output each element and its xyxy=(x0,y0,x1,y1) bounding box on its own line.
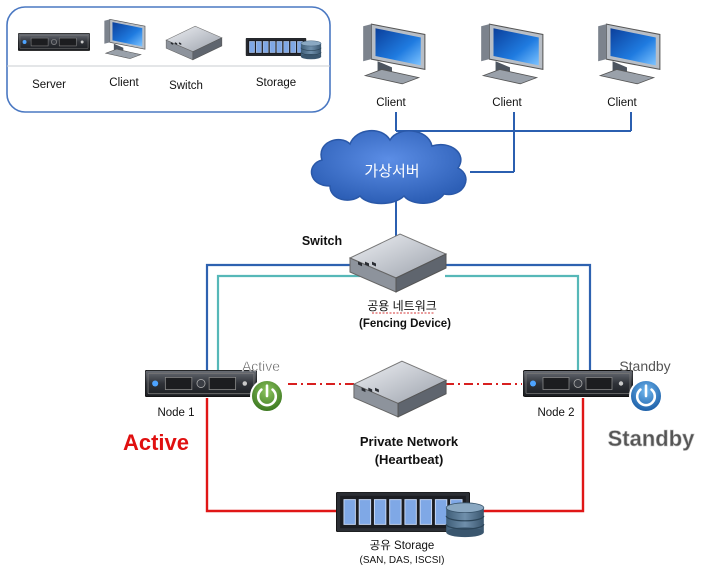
private-switch: Private Network (Heartbeat) xyxy=(353,360,459,467)
client-group: Client Client Client xyxy=(362,23,661,109)
heartbeat-label: (Heartbeat) xyxy=(375,452,444,467)
shared-storage-label: 공유 Storage xyxy=(370,539,435,552)
fencing-device-label: (Fencing Device) xyxy=(359,318,451,330)
client-1-icon xyxy=(362,23,426,85)
client-1-label: Client xyxy=(376,97,406,109)
client-3-label: Client xyxy=(607,97,637,109)
legend-database-icon xyxy=(300,40,322,60)
legend-box: Server Client Switch Storage xyxy=(6,6,331,113)
legend-server-icon xyxy=(18,33,90,51)
storage-links xyxy=(205,398,585,513)
shared-storage-database-icon xyxy=(445,502,485,538)
virtual-server-cloud: 가상서버 xyxy=(310,130,467,205)
shared-storage: 공유 Storage (SAN, DAS, ISCSI) xyxy=(336,492,485,566)
client-2-icon xyxy=(480,23,544,85)
node-2-server-icon xyxy=(523,370,633,397)
private-network-label: Private Network xyxy=(360,434,459,449)
legend-switch-label: Switch xyxy=(169,80,203,92)
legend-client-label: Client xyxy=(109,77,139,89)
node-2-state-label: Standby xyxy=(619,358,670,374)
cloud-label: 가상서버 xyxy=(364,162,419,180)
legend-storage-icon xyxy=(245,38,307,56)
client-3-icon xyxy=(597,23,661,85)
node-1-state-label: Active xyxy=(242,358,280,374)
client-2-label: Client xyxy=(492,97,522,109)
public-network-links xyxy=(205,263,592,372)
node-1: Node 1 Active Active xyxy=(123,358,284,455)
public-switch-icon xyxy=(349,233,447,293)
private-switch-icon xyxy=(353,360,447,418)
node-2-label: Node 2 xyxy=(537,407,574,419)
legend-server-label: Server xyxy=(32,79,66,91)
node-2: Node 2 Standby Standby xyxy=(523,358,695,451)
shared-network-label: 공용 네트워크 xyxy=(367,299,437,313)
switch-label: Switch xyxy=(302,234,342,248)
storage-protocols-label: (SAN, DAS, ISCSI) xyxy=(359,555,444,566)
node-1-server-icon xyxy=(145,370,257,397)
legend-storage-label: Storage xyxy=(256,77,296,89)
node-1-label: Node 1 xyxy=(157,407,194,419)
node-2-big-state: Standby xyxy=(608,426,696,451)
public-switch: Switch 공용 네트워크 (Fencing Device) xyxy=(302,233,451,330)
client-links xyxy=(395,112,632,236)
node-1-big-state: Active xyxy=(123,430,189,455)
